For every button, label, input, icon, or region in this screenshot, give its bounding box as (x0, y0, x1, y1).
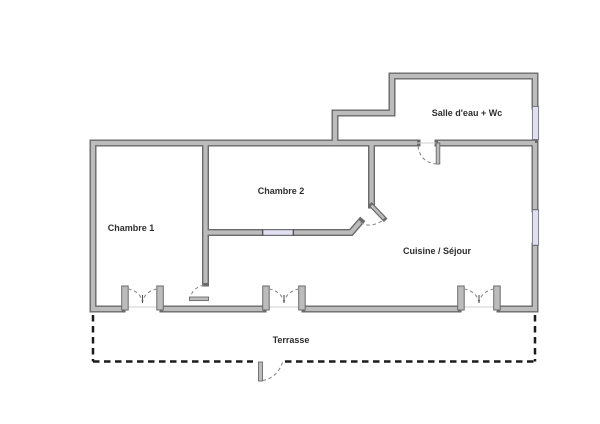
french-door1-jamb-left (121, 285, 129, 311)
room-label-chambre2: Chambre 2 (258, 186, 305, 196)
french-door3-jamb-left (457, 285, 465, 311)
french-door3-jamb-right (493, 285, 501, 311)
room-label-terrasse: Terrasse (273, 335, 310, 345)
interior-wall-chambre2-cuisine-fill (205, 220, 363, 235)
french-door3-swing-arc-right (478, 288, 495, 303)
window-cuisine (531, 209, 540, 246)
window-interior-chambre2 (262, 229, 294, 236)
windows-layer (261, 106, 540, 246)
room-label-chambre1: Chambre 1 (108, 223, 155, 233)
window-salledeau (531, 106, 540, 140)
french-door1-swing-arc-left (127, 288, 144, 303)
french-door3-swing-arc-left (463, 288, 480, 303)
room-labels-layer: Chambre 1 Chambre 2 Salle d'eau + Wc Cui… (108, 108, 502, 345)
french-door2-swing-arc-left (268, 288, 285, 303)
french-doors-layer (121, 285, 501, 311)
chambre2-door-leaf (370, 204, 385, 220)
exterior-wall-fill (90, 73, 538, 312)
exterior-wall-right-bottom-fill (500, 246, 538, 312)
terrace-layer (91, 315, 537, 382)
salledeau-door-leaf (435, 142, 441, 165)
salledeau-door-swing-arc (417, 145, 437, 165)
french-door2-jamb-right (298, 285, 306, 311)
room-label-cuisine-sejour: Cuisine / Séjour (403, 246, 472, 256)
room-label-salle-deau-wc: Salle d'eau + Wc (432, 108, 502, 118)
walls-fill-layer (90, 73, 538, 312)
terrace-gate-swing-arc (262, 362, 284, 382)
french-door1-jamb-right (156, 285, 164, 311)
chambre2-door-swing-arc (360, 220, 383, 226)
chambre1-door-leaf (189, 296, 209, 302)
chambre1-door-swing-arc (189, 284, 205, 298)
french-door1-swing-arc-right (141, 288, 158, 303)
exterior-wall-right-bottom (496, 242, 539, 313)
doors-layer (189, 142, 441, 302)
french-door2-jamb-left (262, 285, 270, 311)
terrace-gate-leaf (258, 361, 263, 382)
french-door2-swing-arc-right (283, 288, 300, 303)
